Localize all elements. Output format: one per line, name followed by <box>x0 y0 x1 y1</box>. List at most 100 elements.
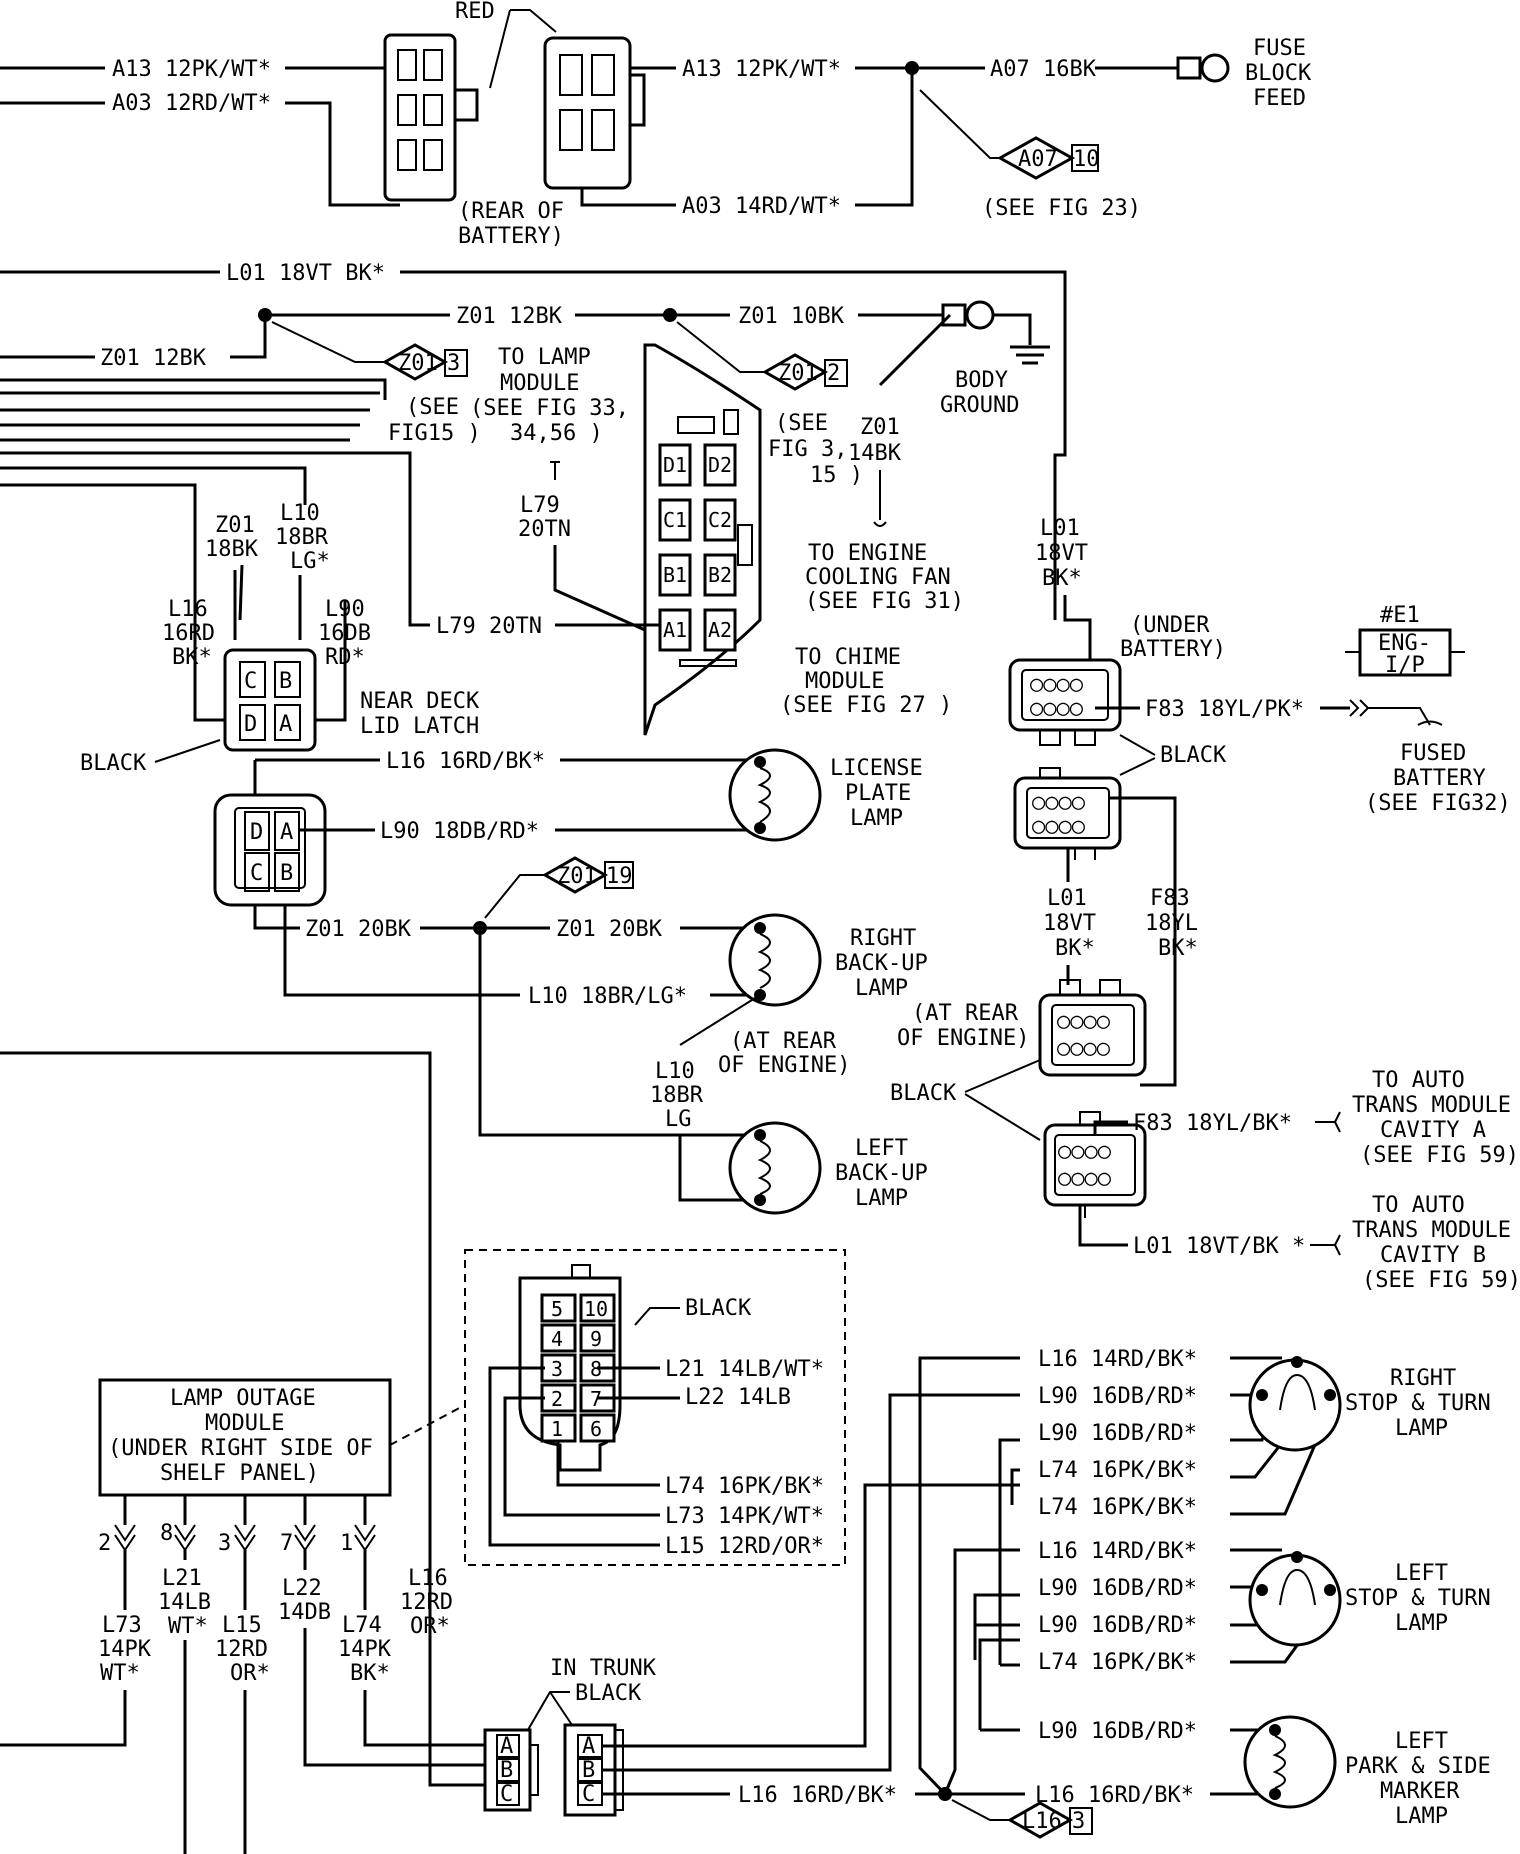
z01-18bk-1: Z01 <box>215 513 255 538</box>
wire-label-l16: L16 16RD/BK* <box>386 749 545 774</box>
ground-terminal <box>941 303 967 327</box>
deck-black-label: BLACK <box>80 751 147 776</box>
w-l16-1: L16 <box>408 1566 448 1591</box>
rear-pin-a: A <box>280 820 293 845</box>
lom-cell-7: 7 <box>590 1387 602 1411</box>
wire-label-l10: L10 18BR/LG* <box>528 984 687 1009</box>
trunk-connector-left <box>483 1728 532 1812</box>
l-l90b: L90 16DB/RD* <box>1038 1613 1197 1638</box>
wire-label-a03-right: A03 14RD/WT* <box>682 194 841 219</box>
l10-18br-1: L10 <box>280 501 320 526</box>
w-l16-3: OR* <box>410 1614 450 1639</box>
l-l74: L74 16PK/BK* <box>1038 1650 1197 1675</box>
lom-l74: L74 16PK/BK* <box>665 1474 824 1499</box>
lom-cell-10: 10 <box>584 1297 608 1321</box>
right-stop-turn-lamp <box>1248 1358 1342 1452</box>
at-rear-engine-1a: (AT REAR <box>730 1029 837 1054</box>
fuse-block-1: FUSE <box>1253 36 1306 61</box>
deck-pin-b: B <box>279 669 292 694</box>
battery-connector-right <box>543 36 646 190</box>
chime-pin-a2: A2 <box>708 618 732 642</box>
eng-ip-1: ENG- <box>1378 631 1431 656</box>
near-deck-2: LID LATCH <box>360 714 479 739</box>
under-battery-connector-a <box>1008 658 1122 732</box>
trunk-pin-c-left: C <box>500 1782 513 1807</box>
l10-label-3: LG <box>665 1107 692 1132</box>
at-rear-engine-2b: OF ENGINE) <box>897 1026 1029 1051</box>
rear-lamps: L16 16RD/BK* D A C B L90 18DB/RD* LICENS… <box>213 748 928 1215</box>
lamp-outage-module-box <box>98 1378 392 1497</box>
l01-label-3: BK* <box>1042 566 1082 591</box>
battery-connector-left <box>383 33 479 202</box>
r-l16: L16 14RD/BK* <box>1038 1347 1197 1372</box>
to-cooling-fan-2: COOLING FAN <box>805 565 951 590</box>
to-auto-b-4: (SEE FIG 59) <box>1362 1268 1520 1293</box>
left-stop-turn-lamp <box>1248 1553 1342 1647</box>
red-leader <box>510 9 557 33</box>
lom-black-label: BLACK <box>685 1296 752 1321</box>
under-battery-1: (UNDER <box>1130 613 1210 638</box>
w-l21-3: WT* <box>168 1614 208 1639</box>
to-lamp-module-2: MODULE <box>500 371 579 396</box>
lom-cell-6: 6 <box>590 1417 602 1441</box>
w-l73-3: WT* <box>100 1661 140 1686</box>
lom-cell-9: 9 <box>590 1327 602 1351</box>
rear-engine-black: BLACK <box>890 1081 957 1106</box>
see-fig15-1: (SEE <box>406 395 459 420</box>
ground-terminal-ring <box>965 300 995 330</box>
svg-text:○○○○: ○○○○ <box>1030 672 1084 697</box>
svg-text:○○○○: ○○○○ <box>1030 696 1084 721</box>
lom-cell-1: 1 <box>551 1417 563 1441</box>
z01-18bk-2: 18BK <box>205 537 259 562</box>
left-stop-1: LEFT <box>1395 1561 1448 1586</box>
license-3: LAMP <box>850 806 903 831</box>
park-2: PARK & SIDE <box>1345 1754 1491 1779</box>
l10-label-1: L10 <box>655 1059 695 1084</box>
fused-battery-1: FUSED <box>1400 741 1466 766</box>
chime-pin-c2: C2 <box>708 508 732 532</box>
fuse-terminal-ring <box>1200 53 1230 83</box>
svg-text:○○○○: ○○○○ <box>1057 1009 1111 1034</box>
svg-text:○○○○: ○○○○ <box>1058 1166 1112 1191</box>
to-auto-b-1: TO AUTO <box>1372 1193 1465 1218</box>
ground-section: L01 18VT BK* Z01 12BK Z01 10BK BODY GROU… <box>0 261 1067 718</box>
r-l90b: L90 16DB/RD* <box>1038 1421 1197 1446</box>
rear-pin-c: C <box>250 861 263 886</box>
bottom-l16-left: L16 16RD/BK* <box>738 1783 897 1808</box>
l79-label-1: L79 <box>520 493 560 518</box>
lom-l73: L73 14PK/WT* <box>665 1504 824 1529</box>
rear-pin-b: B <box>280 861 293 886</box>
l-l16: L16 14RD/BK* <box>1038 1539 1197 1564</box>
svg-text:○○○○: ○○○○ <box>1057 1036 1111 1061</box>
under-battery-black: BLACK <box>1160 743 1227 768</box>
left-backup-1: LEFT <box>855 1136 908 1161</box>
deck-connector-body <box>223 648 317 752</box>
park-l90: L90 16DB/RD* <box>1038 1719 1197 1744</box>
wire-label-a07: A07 16BK <box>990 57 1097 82</box>
right-backup-1: RIGHT <box>850 926 916 951</box>
r-l74a: L74 16PK/BK* <box>1038 1458 1197 1483</box>
at-rear-engine-1b: OF ENGINE) <box>718 1053 850 1078</box>
w-l22-2: 14DB <box>278 1600 331 1625</box>
l79-label-2: 20TN <box>518 517 571 542</box>
l01-lower-1: L01 <box>1047 886 1087 911</box>
chime-module: D1 D2 C1 C2 B1 B2 A1 A2 L79 20TN L79 20T… <box>0 343 762 736</box>
svg-text:○○○○: ○○○○ <box>1032 814 1086 839</box>
wire-label-z01-20bk-right: Z01 20BK <box>556 917 663 942</box>
lom-pin-8: 8 <box>160 1521 173 1546</box>
svg-text:○○○○: ○○○○ <box>1058 1139 1112 1164</box>
deck-pin-a: A <box>279 712 292 737</box>
l16-16rd-2: 16RD <box>162 621 215 646</box>
l01-label-1: L01 <box>1040 516 1080 541</box>
wire-label-z01-12bk-left: Z01 12BK <box>100 346 207 371</box>
under-battery-2: BATTERY) <box>1120 637 1226 662</box>
fused-battery-2: BATTERY <box>1393 766 1486 791</box>
deck-pin-d: D <box>244 712 257 737</box>
lom-pin-3: 3 <box>218 1531 231 1556</box>
z01-ref-b-label: Z01 <box>778 361 818 386</box>
deck-connector: Z01 18BK L10 18BR LG* L16 16RD BK* L90 1… <box>0 378 480 776</box>
lom-cell-3: 3 <box>551 1357 563 1381</box>
z01-19-ref-label: Z01 <box>557 864 597 889</box>
wire-label-l90: L90 18DB/RD* <box>380 819 539 844</box>
wire-label-l79: L79 20TN <box>436 614 542 639</box>
